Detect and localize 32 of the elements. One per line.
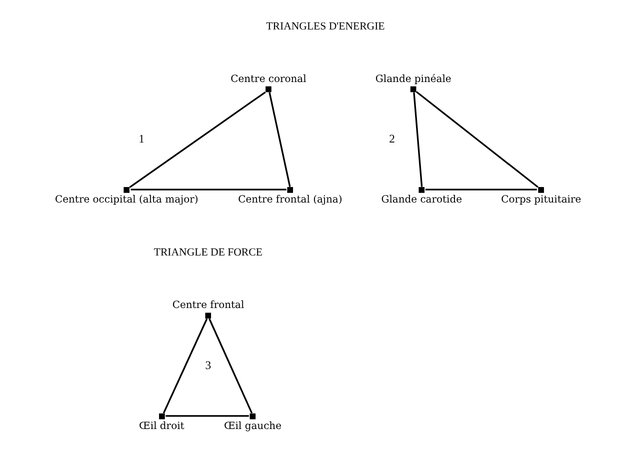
label: 1 [138,132,144,146]
connector [415,91,538,188]
connector [412,92,422,187]
label: TRIANGLE DE FORCE [153,246,262,259]
connector [165,415,248,417]
label: 2 [388,132,394,146]
connector [424,188,536,190]
node-label: Centre coronal [230,74,306,85]
label: 3 [204,359,211,372]
node-label: Corps pituitaire [500,194,581,206]
node-box [158,413,164,420]
connector [130,188,286,190]
node-box [204,312,211,319]
connector [128,91,266,188]
node-box [286,187,293,193]
node-label: Centre frontal (ajna) [238,194,342,206]
label: TRIANGLES D'ENERGIE [266,20,384,32]
connector [268,92,290,187]
node-box [249,413,256,420]
node-label: Centre frontal [172,300,244,312]
node-box [410,86,416,92]
connector [208,318,252,414]
node-box [538,187,544,193]
node-label: Glande carotide [380,194,462,206]
node-label: Œil gauche [223,420,281,432]
node-box [123,187,129,193]
node-label: Œil droit [138,420,184,432]
node-label: Glande pinéale [374,74,451,85]
node-label: Centre occipital (alta major) [54,194,198,206]
node-box [418,187,424,193]
connector [162,318,208,414]
node-box [265,86,271,92]
